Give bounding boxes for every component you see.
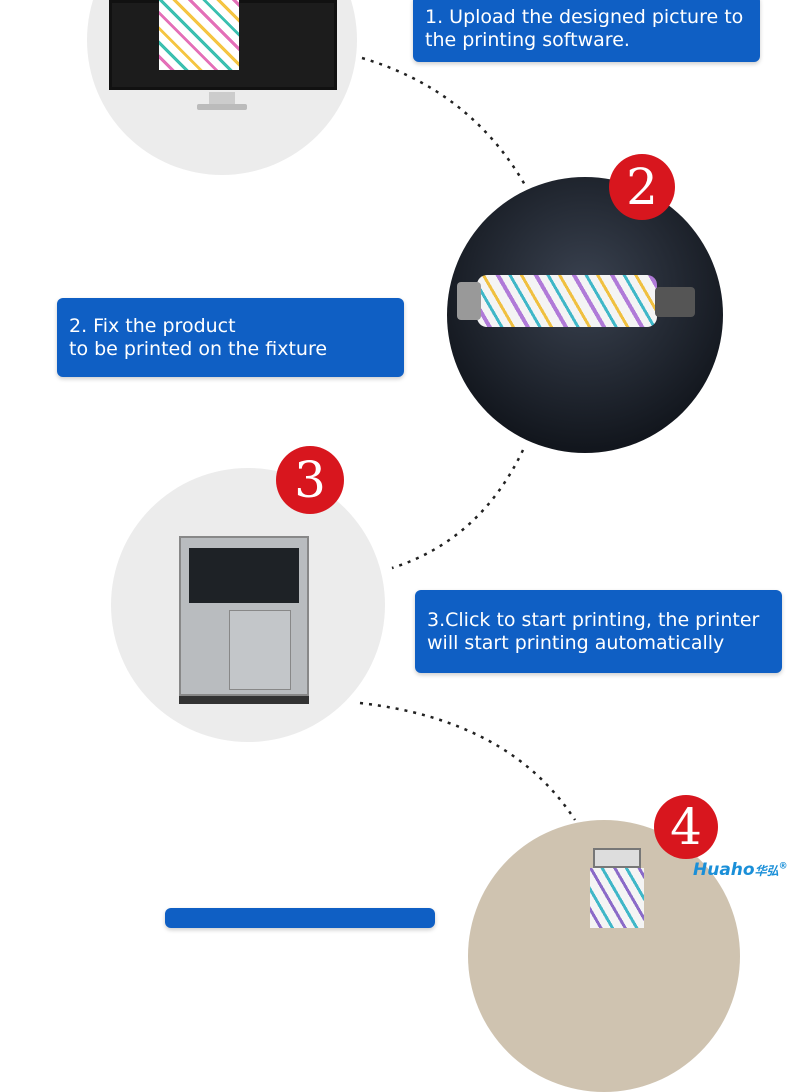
connector-lines: [359, 56, 577, 821]
badge-number: 3: [294, 451, 326, 509]
step2-number-badge: 2: [609, 154, 675, 220]
step3-printer-image: [111, 468, 385, 742]
logo-mark: ®: [778, 861, 788, 872]
caption-line: the printing software.: [425, 28, 630, 51]
badge-number: 2: [626, 158, 658, 216]
step2-caption: 2. Fix the product to be printed on the …: [57, 298, 404, 377]
step3-caption: 3.Click to start printing, the printer w…: [415, 590, 782, 673]
step3-number-badge: 3: [276, 446, 344, 514]
huaho-logo: Huaho华弘®: [693, 860, 788, 880]
step4-number-badge: 4: [654, 795, 718, 859]
step1-caption: 1. Upload the designed picture to the pr…: [413, 0, 760, 62]
caption-line: to be printed on the fixture: [69, 337, 328, 360]
caption-line: 1. Upload the designed picture to: [425, 5, 744, 28]
caption-line: 2. Fix the product: [69, 314, 236, 337]
caption-line: will start printing automatically: [427, 631, 725, 654]
step2-fixture-image: [447, 177, 723, 453]
logo-text: Huaho: [693, 860, 755, 880]
step4-caption: [165, 908, 435, 928]
logo-chinese: 华弘: [754, 864, 779, 878]
caption-line: 3.Click to start printing, the printer: [427, 608, 760, 631]
badge-number: 4: [670, 798, 702, 856]
